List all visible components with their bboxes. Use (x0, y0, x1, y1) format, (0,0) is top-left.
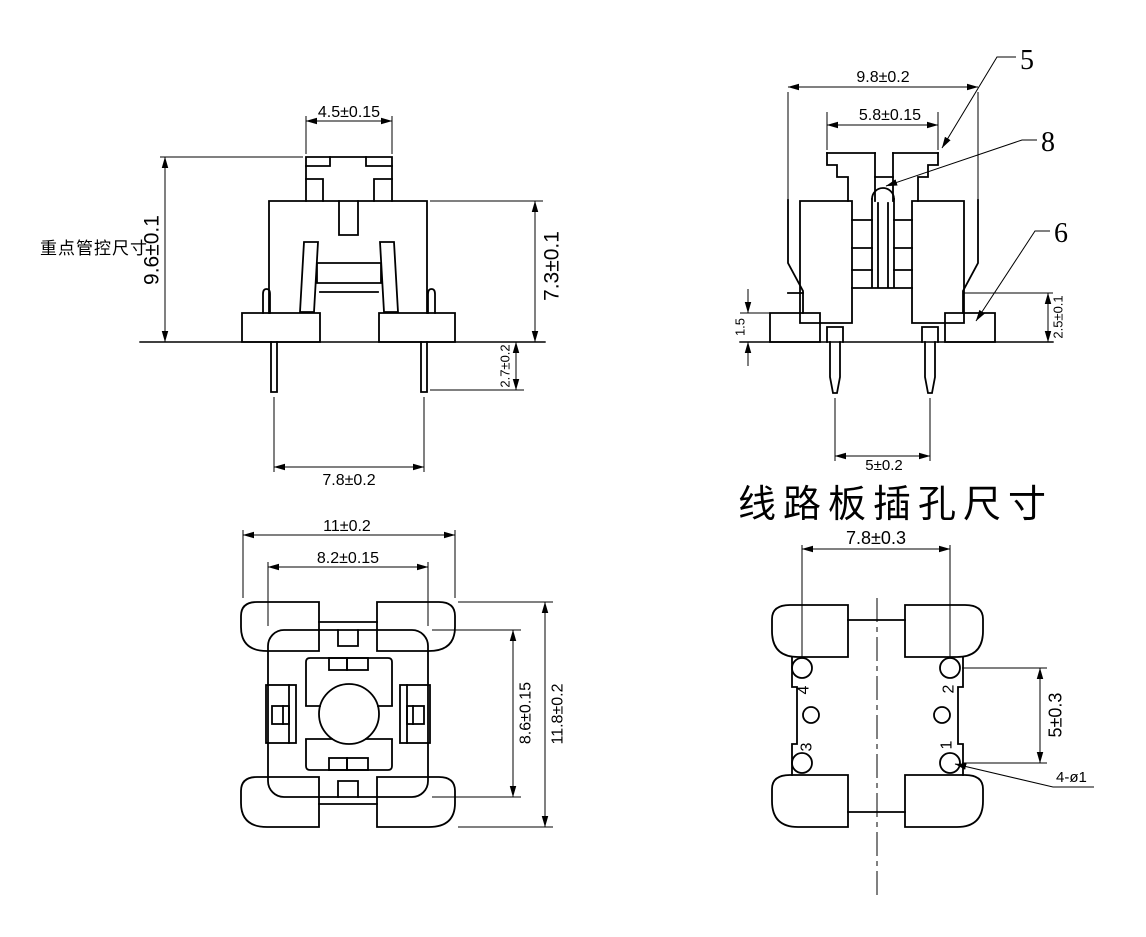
top-view: 11±0.2 8.2±0.15 8.6±0.15 11.8±0.2 (240, 518, 567, 828)
dim-label-hole-spacing-v: 5±0.3 (1045, 693, 1065, 738)
pcb-view-title: 线路板插孔尺寸 (738, 484, 1053, 526)
dim-label-side-cap-width: 5.8±0.15 (859, 107, 921, 124)
dim-label-hole-callout: 4-ø1 (1056, 769, 1087, 786)
top-dim-outer-width: 11±0.2 (242, 518, 456, 598)
side-dim-body-width: 9.8±0.2 (787, 69, 979, 91)
side-view-outline (739, 92, 1054, 394)
pcb-dim-hole-spacing-h: 7.8±0.3 (801, 528, 951, 657)
dim-label-inner-width: 8.2±0.15 (317, 550, 379, 567)
dim-label-cap-width: 4.5±0.15 (318, 104, 380, 121)
pcb-dim-hole-callout: 4-ø1 (954, 763, 1094, 788)
front-dim-pin-length: 2.7±0.2 (430, 341, 524, 391)
pcb-view: 线路板插孔尺寸 4 2 3 1 (738, 484, 1094, 897)
hole-center-left (802, 706, 820, 724)
dim-label-inner-height: 8.6±0.15 (518, 682, 535, 744)
pcb-outline (771, 598, 984, 897)
callout-8: 8 (885, 127, 1055, 187)
dim-label-hole-spacing-h: 7.8±0.3 (846, 528, 906, 548)
top-dim-outer-height: 11.8±0.2 (458, 601, 567, 828)
dim-label-body-height: 7.3±0.1 (540, 231, 563, 301)
side-dim-base-height: 2.5±0.1 (1044, 292, 1066, 343)
pin-number-4: 4 (796, 685, 813, 694)
hole-center-right (933, 706, 951, 724)
dim-label-base-height: 2.5±0.1 (1051, 295, 1066, 338)
front-dim-cap-width: 4.5±0.15 (305, 104, 393, 154)
pin-number-2: 2 (941, 684, 958, 693)
top-dim-inner-height: 8.6±0.15 (432, 629, 535, 798)
front-view: 4.5±0.15 9.6±0.1 7.3±0.1 2.7±0.2 7.8±0.2… (40, 104, 563, 489)
hole-pin-1 (939, 752, 961, 774)
key-control-note: 重点管控尺寸 (40, 239, 148, 258)
top-dim-inner-width: 8.2±0.15 (267, 550, 429, 626)
side-view: 9.8±0.2 5.8±0.15 1.5 2.5±0.1 5±0.2 5 (733, 45, 1068, 474)
dim-label-outer-height: 11.8±0.2 (550, 683, 567, 744)
side-dim-flange-thickness: 1.5 (733, 289, 770, 366)
hole-pin-4 (791, 657, 813, 679)
dim-label-body-width: 9.8±0.2 (856, 69, 909, 86)
callout-label-6: 6 (1054, 218, 1068, 249)
dim-label-side-pin-spacing: 5±0.2 (865, 457, 902, 474)
dim-label-pin-spacing: 7.8±0.2 (322, 472, 375, 489)
front-view-outline (139, 156, 546, 393)
front-dim-pin-spacing: 7.8±0.2 (273, 397, 425, 489)
callout-label-8: 8 (1041, 127, 1055, 158)
front-dim-body-height: 7.3±0.1 (430, 200, 563, 343)
callout-5: 5 (941, 45, 1034, 149)
pin-number-3: 3 (799, 742, 816, 751)
dim-label-total-height: 9.6±0.1 (140, 215, 163, 285)
pcb-dim-hole-spacing-v: 5±0.3 (962, 667, 1065, 764)
pcb-pin-numbers: 4 2 3 1 (796, 684, 958, 751)
hole-pin-2 (939, 657, 961, 679)
dim-label-pin-length: 2.7±0.2 (498, 344, 513, 387)
pin-number-1: 1 (939, 740, 956, 749)
callout-label-5: 5 (1020, 45, 1034, 76)
side-dim-cap-width: 5.8±0.15 (826, 107, 939, 150)
stem-circle (318, 683, 380, 745)
front-dim-total-height: 9.6±0.1 (140, 156, 303, 343)
top-view-outline (240, 601, 456, 828)
callout-6: 6 (975, 218, 1068, 322)
dim-label-flange-thickness: 1.5 (733, 318, 748, 336)
hole-pin-3 (791, 752, 813, 774)
side-dim-pin-spacing: 5±0.2 (834, 398, 931, 474)
dim-label-outer-width: 11±0.2 (323, 518, 371, 535)
